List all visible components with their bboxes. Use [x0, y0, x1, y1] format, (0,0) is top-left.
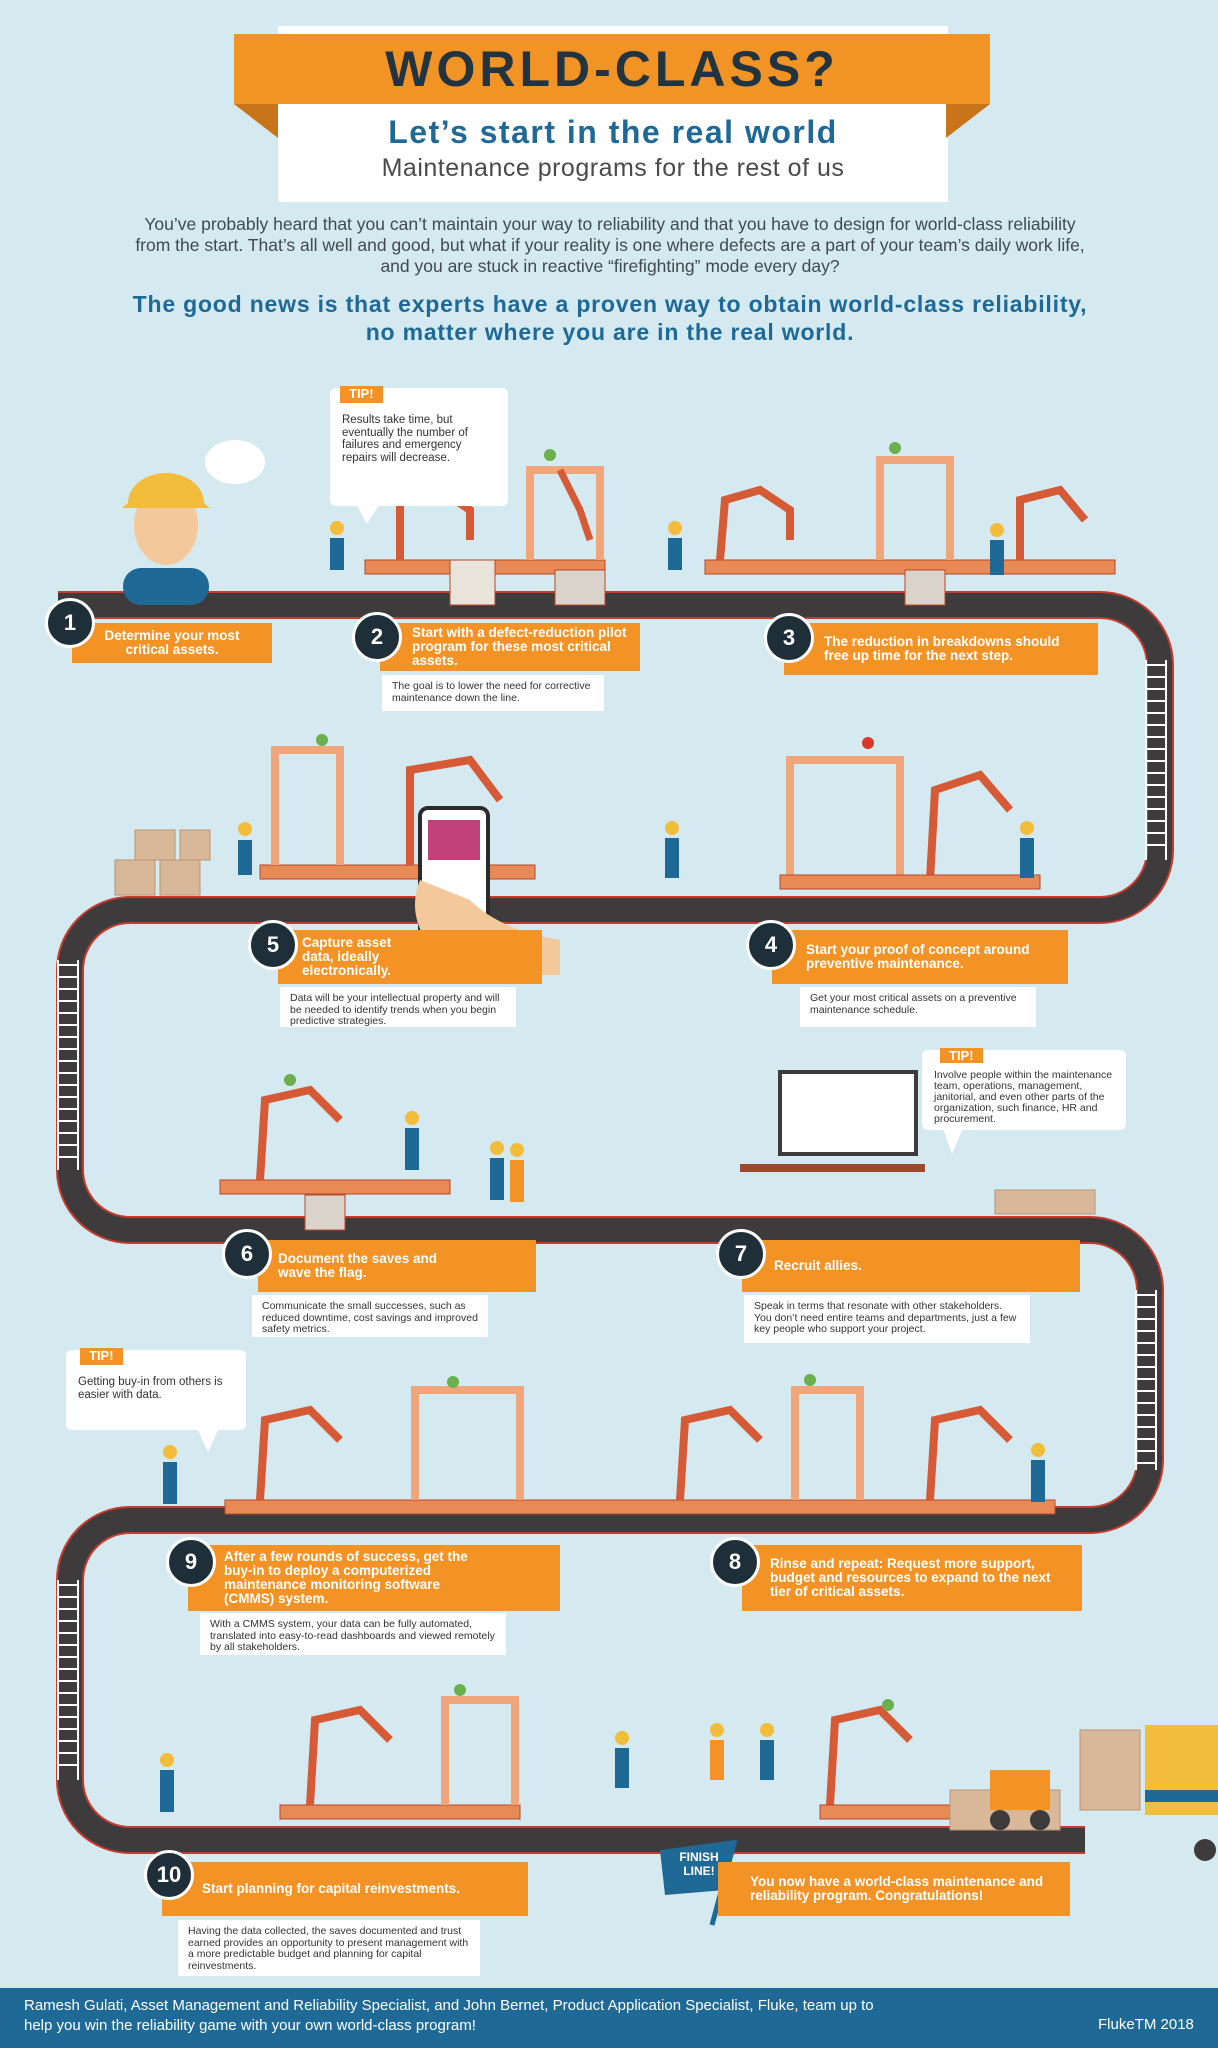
- step-6-box: Document the saves and wave the flag.: [258, 1240, 536, 1292]
- step-3-title: The reduction in breakdowns should free …: [824, 634, 1060, 663]
- step-4-number: 4: [746, 920, 796, 970]
- tip-tail: [355, 502, 381, 524]
- step-2-number: 2: [352, 612, 402, 662]
- step-10-box: Start planning for capital reinvestments…: [162, 1862, 528, 1916]
- step-9-number: 9: [166, 1537, 216, 1587]
- page-tagline: Maintenance programs for the rest of us: [381, 154, 845, 182]
- step-10-note: Having the data collected, the saves doc…: [178, 1920, 480, 1976]
- step-5-note: Data will be your intellectual property …: [280, 987, 516, 1027]
- step-8-box: Rinse and repeat: Request more support, …: [742, 1545, 1082, 1611]
- tip-box-2: TIP! Involve people within the maintenan…: [922, 1048, 1126, 1130]
- finish-line-flag: FINISH LINE!: [679, 1850, 719, 1878]
- title-ribbon: [234, 34, 990, 104]
- step-10-title: Start planning for capital reinvestments…: [202, 1881, 461, 1896]
- step-9-box: After a few rounds of success, get the b…: [188, 1545, 560, 1611]
- footer-bar: [0, 1988, 1218, 2048]
- step-4-note: Get your most critical assets on a preve…: [800, 987, 1036, 1027]
- finish-text: You now have a world-class maintenance a…: [750, 1874, 1044, 1903]
- step-1-title: Determine your most critical assets.: [104, 628, 240, 657]
- footer-credit: Ramesh Gulati, Asset Management and Reli…: [24, 1997, 874, 2034]
- step-6-note: Communicate the small successes, such as…: [252, 1295, 488, 1337]
- tip-text: Involve people within the maintenance te…: [934, 1069, 1113, 1125]
- tip-text: Results take time, but eventually the nu…: [342, 414, 468, 464]
- finish-box: You now have a world-class maintenance a…: [718, 1862, 1070, 1916]
- intro-paragraph: You’ve probably heard that you can’t mai…: [135, 214, 1085, 276]
- step-4-box: Start your proof of concept around preve…: [772, 930, 1068, 984]
- step-5-title: Capture asset data, ideally electronical…: [302, 935, 392, 978]
- tip-box-1: TIP! Results take time, but eventually t…: [330, 386, 508, 506]
- tip-box-3: TIP! Getting buy-in from others is easie…: [66, 1348, 246, 1430]
- step-8-number: 8: [710, 1537, 760, 1587]
- tip-tag: TIP!: [80, 1348, 123, 1365]
- step-3-number: 3: [764, 613, 814, 663]
- step-7-number: 7: [716, 1229, 766, 1279]
- tip-text: Getting buy-in from others is easier wit…: [78, 1376, 223, 1401]
- step-4-title: Start your proof of concept around preve…: [806, 942, 1030, 971]
- step-10-number: 10: [144, 1850, 194, 1900]
- step-9-note: With a CMMS system, your data can be ful…: [200, 1613, 506, 1655]
- tip-tag: TIP!: [940, 1048, 983, 1063]
- step-1-box: Determine your most critical assets.: [72, 623, 272, 663]
- step-7-box: Recruit allies.: [742, 1240, 1080, 1292]
- ribbon-fold-left: [234, 104, 278, 138]
- step-3-box: The reduction in breakdowns should free …: [784, 623, 1098, 675]
- step-6-title: Document the saves and wave the flag.: [278, 1251, 438, 1280]
- step-7-note: Speak in terms that resonate with other …: [744, 1295, 1030, 1343]
- tip-tail: [942, 1126, 964, 1154]
- tip-tail: [196, 1426, 220, 1452]
- step-9-title: After a few rounds of success, get the b…: [224, 1549, 468, 1606]
- step-2-title: Start with a defect-reduction pilot prog…: [412, 625, 627, 668]
- step-5-number: 5: [248, 920, 298, 970]
- tip-tag: TIP!: [340, 386, 383, 403]
- step-6-number: 6: [222, 1229, 272, 1279]
- step-8-title: Rinse and repeat: Request more support, …: [770, 1556, 1051, 1599]
- footer-brand: FlukeTM 2018: [1098, 2016, 1194, 2033]
- step-1-number: 1: [45, 598, 95, 648]
- step-5-box: Capture asset data, ideally electronical…: [278, 930, 542, 984]
- step-2-note: The goal is to lower the need for correc…: [382, 675, 604, 711]
- step-7-title: Recruit allies.: [774, 1258, 862, 1273]
- step-2-box: Start with a defect-reduction pilot prog…: [380, 623, 640, 671]
- page-title: WORLD-CLASS?: [385, 41, 839, 97]
- good-news-headline: The good news is that experts have a pro…: [132, 291, 1088, 345]
- page-subtitle: Let’s start in the real world: [388, 114, 838, 150]
- ribbon-fold-right: [946, 104, 990, 138]
